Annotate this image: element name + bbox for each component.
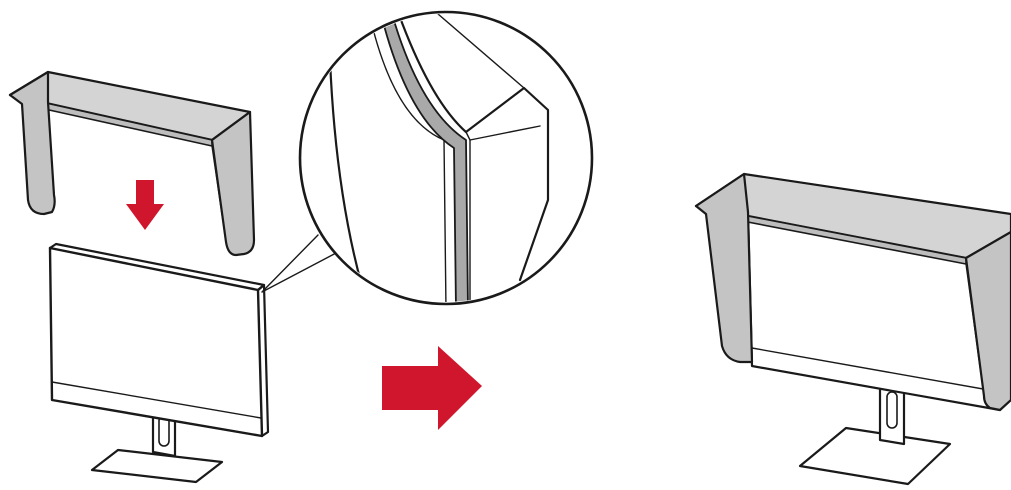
detail-hood-inner-line [371,24,447,302]
assembled-hood-right-inner [965,263,985,397]
assembled-neck-slot [886,391,898,429]
monitor-left-body [48,246,264,438]
assembled-monitor [694,172,1011,486]
detail-circle [298,10,594,306]
hood-right-flap-inner [211,145,227,243]
detached-monitor-hood [8,70,256,257]
monitor-left-stand-base [90,448,224,484]
assembled-hood-left-flap [694,172,754,364]
hood-right-flap [210,110,256,257]
monitor-left-bottom-bezel [51,381,262,419]
hood-left-flap [8,70,56,216]
right-arrow-icon [382,346,482,430]
monitor-left-side-edge [256,283,270,438]
hood-left-flap-inner [21,103,45,215]
callout-pointer [261,234,339,293]
monitor-left [48,242,270,484]
detail-magnifier-icon [261,10,594,306]
detail-gray-strip [381,14,469,302]
assembled-bottom-bezel [751,347,1001,393]
assembled-hood-left-inner [705,213,741,363]
assembled-hood-right-flap [964,230,1011,412]
detail-monitor-back [437,14,525,89]
assembled-stand-base [798,426,952,486]
down-arrow-icon [126,180,164,230]
